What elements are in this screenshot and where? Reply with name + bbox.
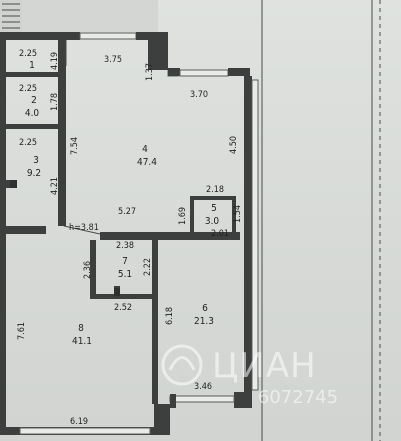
room-7-number: 7	[122, 256, 128, 267]
dim-6-19: 6.19	[70, 417, 88, 427]
room-8-area: 41.1	[72, 336, 92, 347]
dim-3-46: 3.46	[194, 382, 212, 392]
room-7-area: 5.1	[118, 269, 132, 280]
room-2-area: 4.0	[25, 108, 40, 119]
upper-corridor	[22, 0, 158, 32]
dim-1-54: 1.54	[233, 205, 243, 223]
staircase-lines	[2, 3, 20, 29]
room-6-area: 21.3	[194, 316, 214, 327]
room-2-number: 2	[31, 95, 37, 106]
watermark-logo-icon	[161, 344, 203, 386]
room-1-dim-top: 2.25	[19, 49, 37, 59]
watermark-brand: ЦИАН	[212, 346, 317, 386]
dim-3-70: 3.70	[190, 90, 208, 100]
dim-2-18: 2.18	[206, 185, 224, 195]
room-3-dim-side: 4.21	[50, 177, 60, 195]
dim-2-01: 2.01	[211, 229, 229, 239]
room-3-number: 3	[33, 155, 39, 166]
room-1-number: 1	[29, 60, 35, 71]
room-4-area: 47.4	[137, 157, 157, 168]
room-labels: 2.25 1 4.19 2.25 2 4.0 1.78 2.25 3 9.2 4…	[19, 49, 219, 347]
watermark-code: 6072745	[258, 387, 338, 408]
ceiling-height: h=3.81	[69, 223, 99, 233]
room-5-area: 3.0	[205, 216, 220, 227]
room-8-number: 8	[78, 323, 84, 334]
room-3-area: 9.2	[27, 168, 41, 179]
doorway-marks	[63, 40, 101, 235]
dim-2-52: 2.52	[114, 303, 132, 313]
room-2-dim-side: 1.78	[50, 93, 60, 111]
watermark: ЦИАН 6072745	[161, 344, 338, 408]
dim-3-75: 3.75	[104, 55, 122, 65]
dim-1-37: 1.37	[145, 63, 155, 81]
inner-walls	[0, 40, 240, 404]
dim-5-27: 5.27	[118, 207, 136, 217]
room-6-number: 6	[202, 303, 208, 314]
room-4-number: 4	[142, 144, 148, 155]
room-5-number: 5	[211, 203, 217, 214]
dimension-labels: 3.75 1.37 3.70 7.54 4.50 5.27 2.18 1.69 …	[17, 55, 243, 427]
room-1-dim-side: 4.19	[50, 52, 60, 70]
dim-1-69: 1.69	[178, 207, 188, 225]
fixtures	[10, 180, 120, 296]
dim-4-50: 4.50	[229, 136, 239, 154]
dim-7-54: 7.54	[70, 137, 80, 155]
room-2-dim-top: 2.25	[19, 84, 37, 94]
room-3-dim-top: 2.25	[19, 138, 37, 148]
dim-2-22: 2.22	[143, 258, 153, 276]
dim-2-38: 2.38	[116, 241, 134, 251]
dim-7-61: 7.61	[17, 322, 27, 340]
dim-6-18: 6.18	[165, 307, 175, 325]
dim-2-36: 2.36	[83, 261, 93, 279]
